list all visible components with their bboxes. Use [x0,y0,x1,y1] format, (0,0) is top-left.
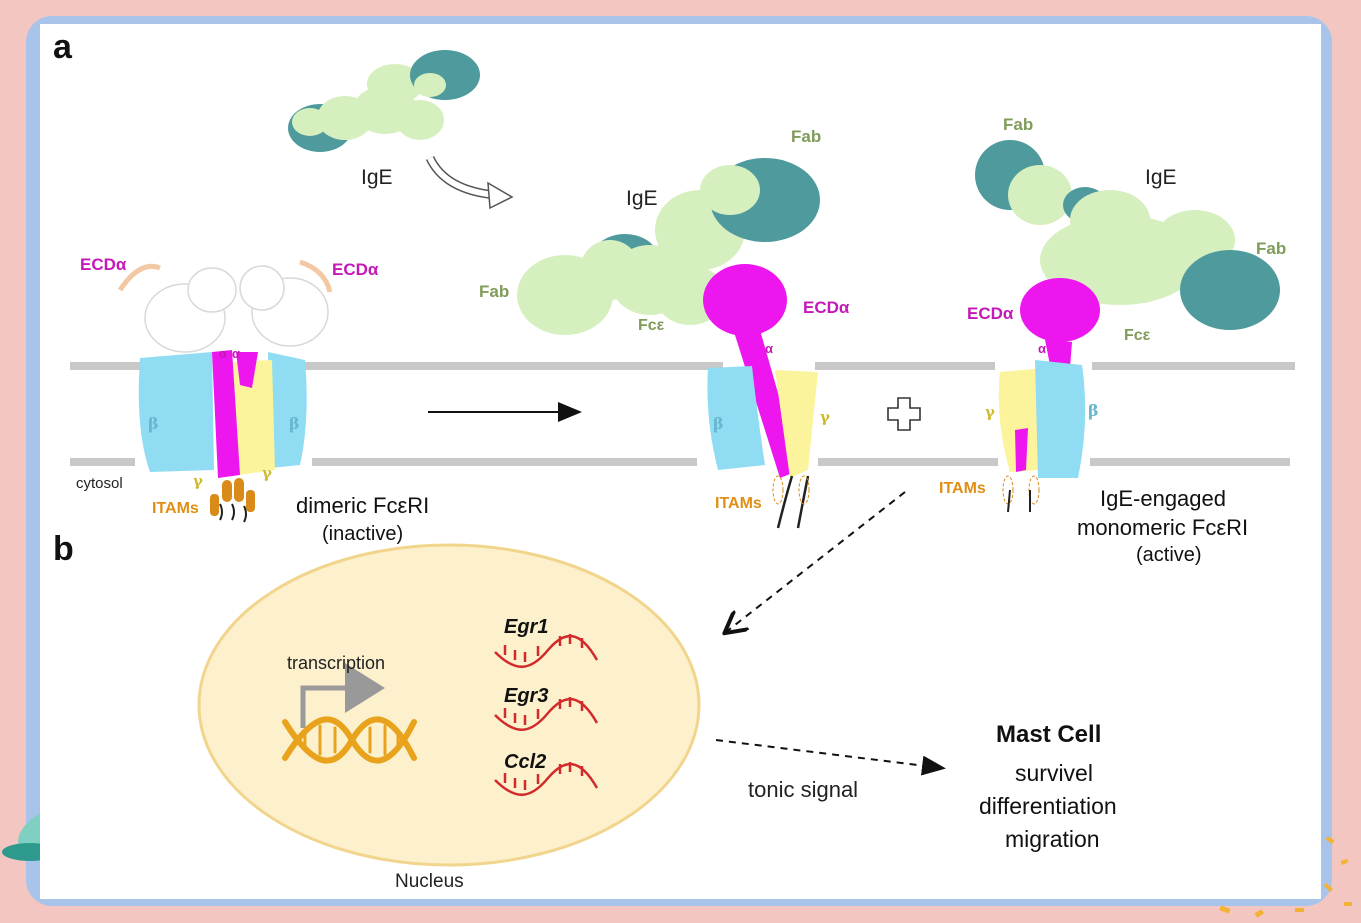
alpha-label: α [1038,341,1046,356]
dna-helix-icon [282,716,417,764]
cytosol-label: cytosol [76,475,123,492]
active-fceri-title-line1: IgE-engaged [1100,486,1226,511]
membrane [70,362,1295,466]
alpha-label: α [765,341,773,356]
plus-icon [887,397,921,431]
nucleus-label: Nucleus [395,871,464,892]
itams-label: ITAMs [152,500,199,517]
confetti-decoration-bottom [1219,905,1304,918]
active-fceri-state: (active) [1136,544,1202,566]
ige-receptor-complex-middle [517,158,820,529]
flex-arrow-right [299,259,333,293]
ecd-alpha-label: ECDα [803,298,850,317]
ecd-alpha-label: ECDα [332,260,379,279]
outcome-migration: migration [1005,826,1100,852]
fce-label: Fcε [638,317,665,334]
confetti-decoration-right [1323,836,1352,906]
itams-label: ITAMs [939,480,986,497]
dimeric-fceri-title: dimeric FcεRI [296,493,430,518]
gamma-label: γ [193,472,203,490]
beta-label: β [148,414,159,433]
gene-label-egr3: Egr3 [504,685,549,707]
mrna-ccl2-icon [494,762,599,796]
gamma-label: γ [262,464,272,482]
panel-label-a: a [53,28,72,66]
transcription-arrow [300,663,385,728]
beta-label: β [1088,401,1099,420]
mast-cell-title: Mast Cell [996,721,1102,748]
fab-label: Fab [1003,115,1034,134]
alpha-label: α [232,346,240,361]
free-ige-molecule [288,50,480,152]
nucleus [197,543,701,867]
ige-middle-label: IgE [626,187,658,210]
ige-receptor-complex-right [975,140,1280,513]
dimeric-fceri-state: (inactive) [322,523,404,545]
gene-label-ccl2: Ccl2 [504,751,547,773]
alpha-label: α [219,346,227,361]
ecd-alpha-label: ECDα [967,304,1014,323]
fab-label: Fab [1256,239,1287,258]
signal-arrow-to-nucleus [726,491,906,632]
gene-label-egr1: Egr1 [504,616,549,638]
fab-label: Fab [479,282,510,301]
flex-arrow-left [117,263,161,292]
tonic-signal-label: tonic signal [748,777,859,802]
transcription-label: transcription [287,653,386,673]
tonic-signal-arrow [715,739,946,776]
beta-label: β [713,414,724,433]
mrna-egr1-icon [494,634,599,668]
ecd-alpha-label: ECDα [80,255,127,274]
dimeric-fceri-structure [138,265,329,523]
fab-label: Fab [791,127,822,146]
active-fceri-title-line2: monomeric FcεRI [1077,515,1249,540]
ige-right-label: IgE [1145,166,1177,189]
outcome-survival: survivel [1015,760,1093,786]
mrna-egr3-icon [494,697,599,731]
gamma-label: γ [985,403,995,421]
fce-label: Fcε [1124,327,1151,344]
beta-label: β [289,414,300,433]
gamma-label: γ [820,408,830,426]
outcome-differentiation: differentiation [979,793,1117,819]
itams-label: ITAMs [715,495,762,512]
ige-free-label: IgE [361,166,393,189]
panel-label-b: b [53,530,74,568]
